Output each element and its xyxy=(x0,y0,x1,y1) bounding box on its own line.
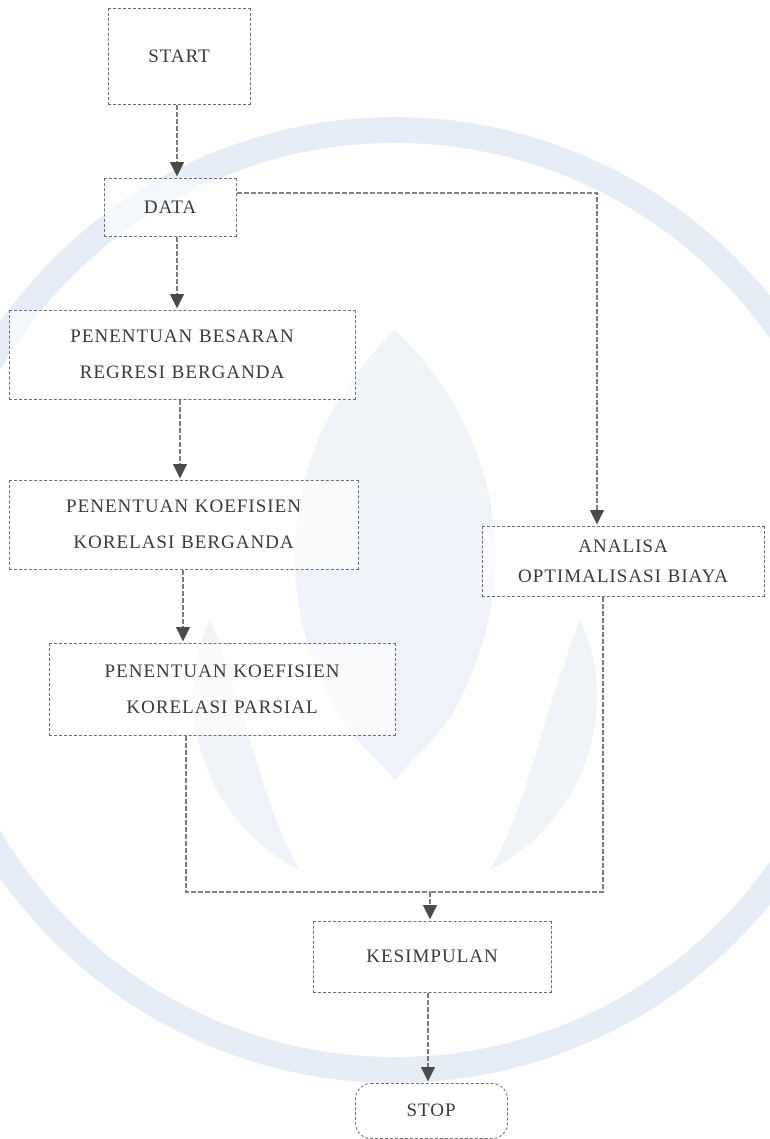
koefisien-parsial-node: PENENTUAN KOEFISIEN KORELASI PARSIAL xyxy=(49,643,396,736)
koefisien-berganda-node: PENENTUAN KOEFISIEN KORELASI BERGANDA xyxy=(9,480,359,570)
data-node: DATA xyxy=(104,178,237,237)
analisa-label-line2: OPTIMALISASI BIAYA xyxy=(517,565,729,587)
analisa-label-line1: ANALISA xyxy=(578,535,669,557)
stop-node: STOP xyxy=(355,1083,508,1139)
koefisien-parsial-label-line2: KORELASI PARSIAL xyxy=(126,696,319,718)
regresi-node: PENENTUAN BESARAN REGRESI BERGANDA xyxy=(9,310,356,400)
stop-label: STOP xyxy=(406,1100,457,1121)
data-label: DATA xyxy=(143,196,198,218)
start-node: START xyxy=(108,8,251,105)
kesimpulan-label: KESIMPULAN xyxy=(366,946,499,967)
edge-data-analisa xyxy=(237,192,605,525)
regresi-label-line1: PENENTUAN BESARAN xyxy=(70,326,295,347)
koefisien-berganda-label-line1: PENENTUAN KOEFISIEN xyxy=(66,496,302,517)
edge-analisa-join xyxy=(430,597,604,893)
edge-koefparsial-join xyxy=(185,736,430,893)
kesimpulan-node: KESIMPULAN xyxy=(313,921,552,993)
regresi-label-line2: REGRESI BERGANDA xyxy=(79,362,286,383)
start-label: START xyxy=(148,45,211,67)
koefisien-berganda-label-line2: KORELASI BERGANDA xyxy=(73,532,295,553)
koefisien-parsial-label-line1: PENENTUAN KOEFISIEN xyxy=(104,660,341,682)
analisa-node: ANALISA OPTIMALISASI BIAYA xyxy=(482,526,765,597)
